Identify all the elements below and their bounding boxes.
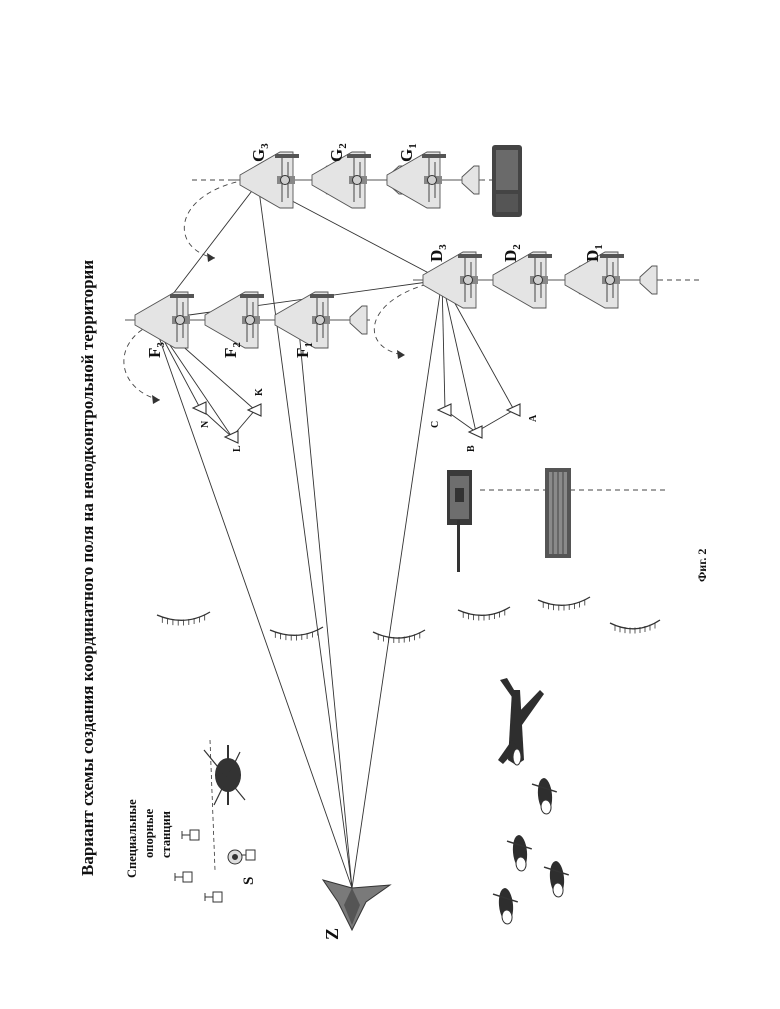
label-G1: G1 <box>397 143 419 162</box>
stations-caption-line3: станции <box>159 811 173 858</box>
reference-station-icon <box>182 830 199 840</box>
label-F2: F2 <box>221 342 243 358</box>
label-G2: G2 <box>327 143 349 162</box>
truck-icon <box>492 145 522 217</box>
beacon-icon <box>193 402 206 414</box>
uav-icon <box>377 152 482 208</box>
label-G3: G3 <box>249 143 271 162</box>
drone-icon <box>507 834 534 872</box>
label-F3: F3 <box>145 342 167 358</box>
label-F1: F1 <box>293 342 315 358</box>
label-K: K <box>254 388 265 396</box>
drone-group <box>493 777 571 925</box>
label-D2: D2 <box>501 244 523 262</box>
drone-icon <box>544 860 571 898</box>
stations-caption-line2: опорные <box>142 808 156 858</box>
uav-F1 <box>265 292 370 348</box>
label-N: N <box>200 420 211 428</box>
figure-title: Вариант схемы создания координатного пол… <box>78 260 97 876</box>
label-A: A <box>528 414 539 422</box>
uav-D1 <box>555 252 660 308</box>
reference-station-icon <box>175 872 192 882</box>
uav-icon <box>265 292 370 348</box>
uav-icon <box>555 252 660 308</box>
label-D3: D3 <box>427 244 449 262</box>
label-L: L <box>232 445 243 452</box>
label-B: B <box>466 445 477 452</box>
stations-caption-line1: Специальные <box>125 799 139 878</box>
label-C: C <box>430 421 441 428</box>
reference-station-icon <box>205 892 222 902</box>
figure-caption: Фиг. 2 <box>695 549 709 582</box>
building-icon <box>545 468 571 558</box>
label-S: S <box>241 877 257 885</box>
fighter-jet-icon <box>498 678 544 765</box>
beacon-icon <box>507 404 520 416</box>
tank-icon <box>447 470 472 572</box>
flight-tracks <box>124 180 700 490</box>
helicopter-icon <box>204 740 245 870</box>
uav-G1 <box>377 152 482 208</box>
label-Z: Z <box>322 928 342 940</box>
drone-icon <box>532 777 559 815</box>
label-D1: D1 <box>583 244 605 262</box>
drone-icon <box>493 887 520 925</box>
stealth-aircraft-icon <box>323 880 390 930</box>
